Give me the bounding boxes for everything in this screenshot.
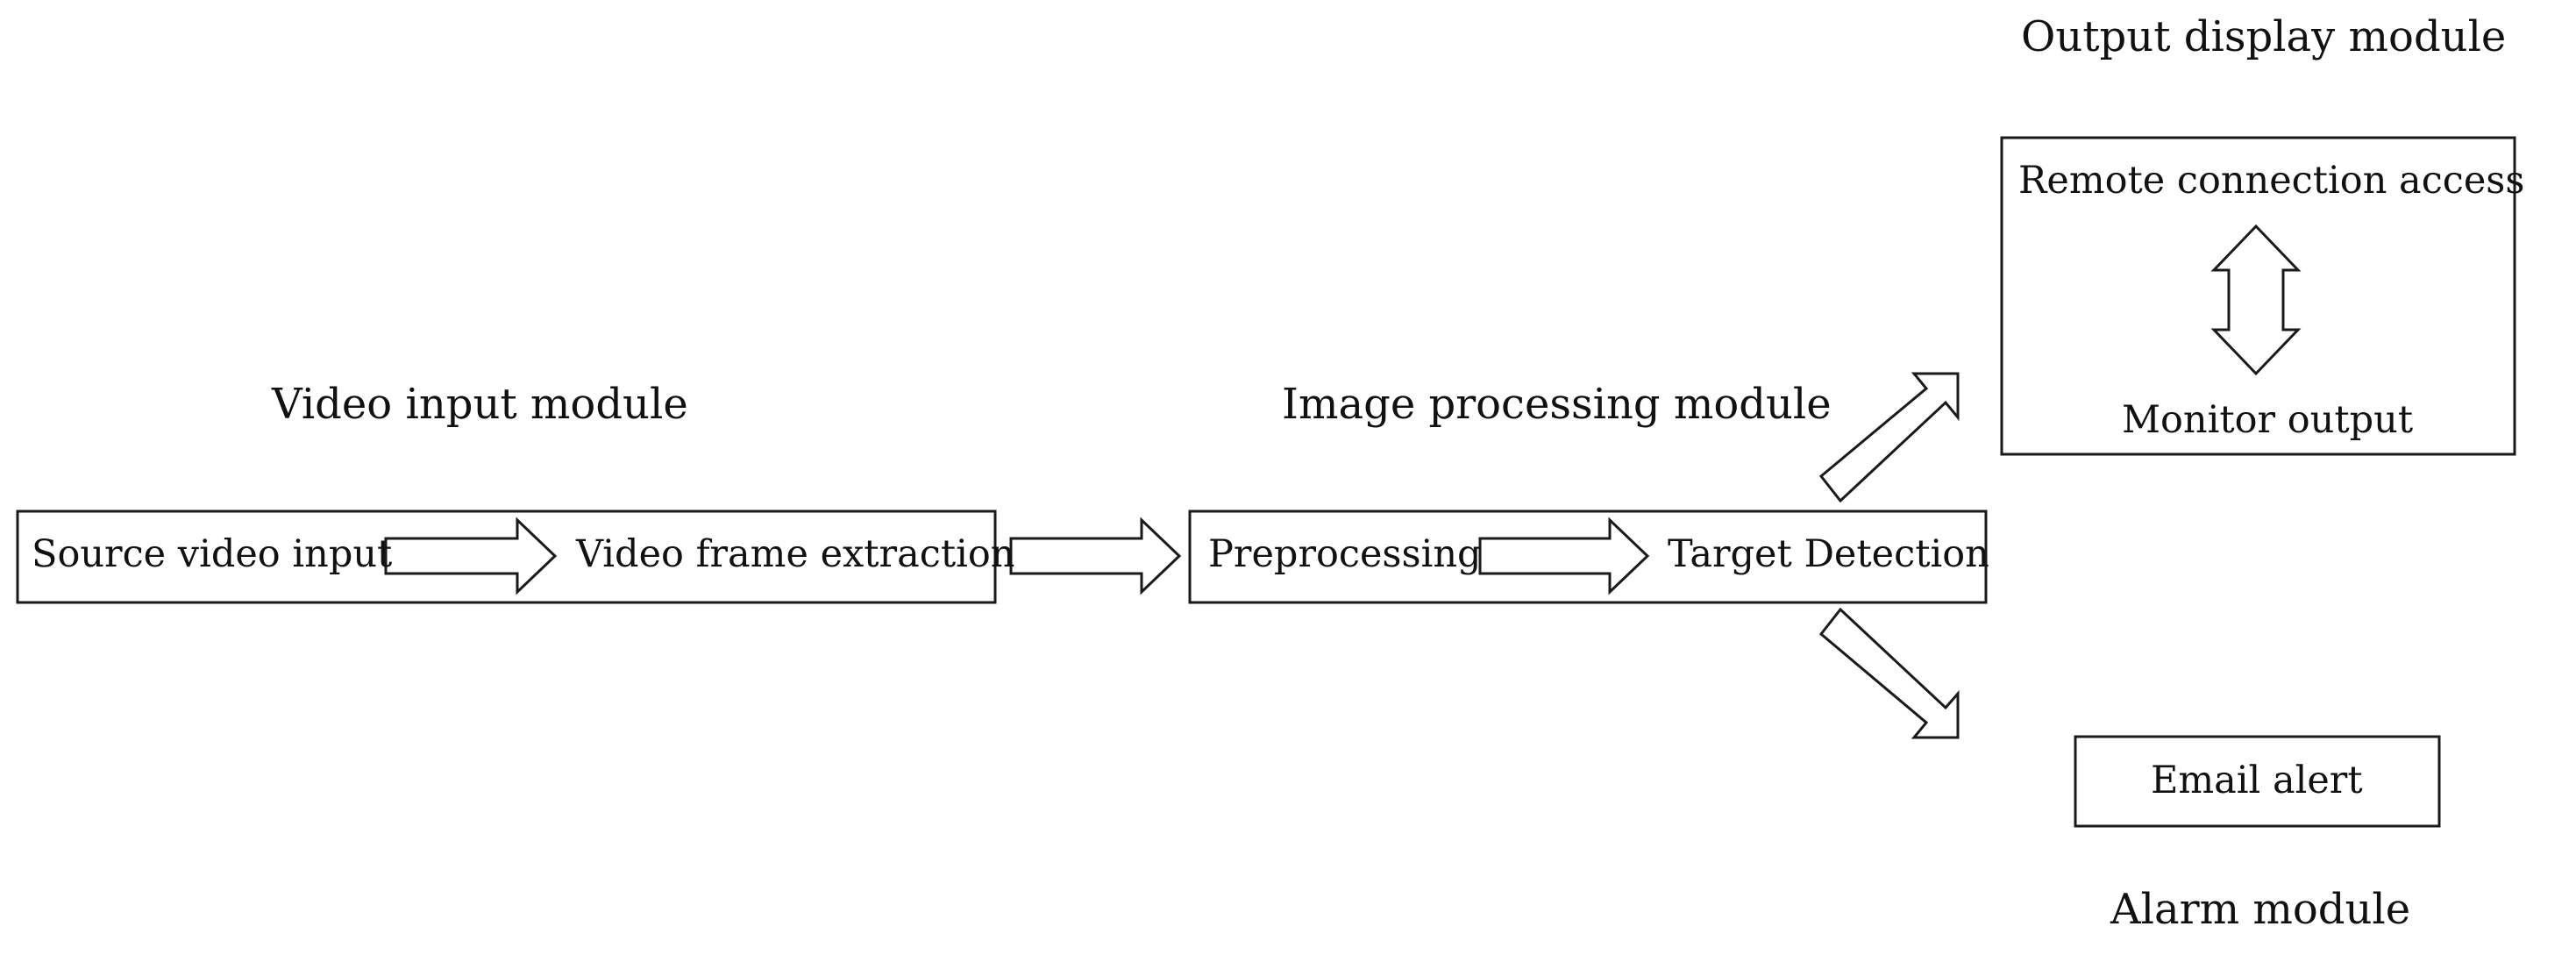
arrow-detection-to-output-display: [1818, 372, 1960, 503]
alarm-module-box: [2074, 735, 2441, 828]
image-processing-module-title: Image processing module: [1282, 380, 1832, 429]
arrow-video-to-image-processing: [1009, 517, 1182, 595]
video-input-module-title: Video input module: [272, 380, 688, 429]
video-frame-extraction-label: Video frame extraction: [576, 532, 1015, 576]
alarm-module-title: Alarm module: [2110, 885, 2411, 934]
target-detection-label: Target Detection: [1668, 532, 1989, 576]
output-display-module-title: Output display module: [2021, 12, 2507, 61]
source-video-input-label: Source video input: [32, 532, 393, 576]
arrow-preprocessing-to-detection: [1478, 517, 1650, 595]
arrow-source-to-frame-extraction: [384, 517, 558, 595]
arrow-detection-to-alarm: [1818, 607, 1960, 739]
monitor-output-label: Monitor output: [2122, 398, 2414, 442]
remote-connection-access-label: Remote connection access: [2018, 159, 2525, 203]
preprocessing-label: Preprocessing: [1208, 532, 1482, 576]
double-arrow-remote-monitor: [2210, 224, 2302, 376]
email-alert-label: Email alert: [2151, 759, 2363, 802]
